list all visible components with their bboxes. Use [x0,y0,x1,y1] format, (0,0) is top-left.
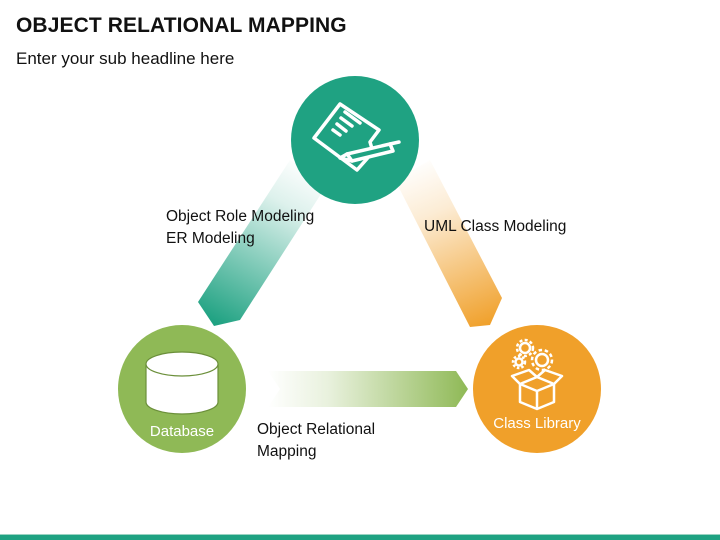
connector-label-right-line-1: UML Class Modeling [424,218,567,235]
connector-arrow-bottom [268,371,468,407]
class-library-label: Class Library [493,415,581,432]
slide-subtitle: Enter your sub headline here [16,49,235,68]
database-cylinder-icon [145,351,219,415]
connector-arrow-left [198,160,330,326]
connector-label-left-line-2: ER Modeling [166,230,255,247]
connector-arrow-right [395,160,502,327]
connector-label-left-line-1: Object Role Modeling [166,208,315,225]
gears-box-icon [510,338,564,411]
connector-label-bottom-line-1: Object Relational [257,421,376,438]
node-top [291,76,419,204]
database-label: Database [149,423,215,440]
connector-label-left: Object Role Modeling ER Modeling [166,206,314,250]
node-class-library [473,325,601,453]
connector-label-right: UML Class Modeling [424,216,566,238]
footer-bar [0,534,720,540]
slide-title: OBJECT RELATIONAL MAPPING [16,14,347,37]
connector-label-bottom: Object Relational Mapping [257,419,375,463]
connector-label-bottom-line-2: Mapping [257,443,317,460]
document-pen-icon [312,102,401,172]
node-database [118,325,246,453]
